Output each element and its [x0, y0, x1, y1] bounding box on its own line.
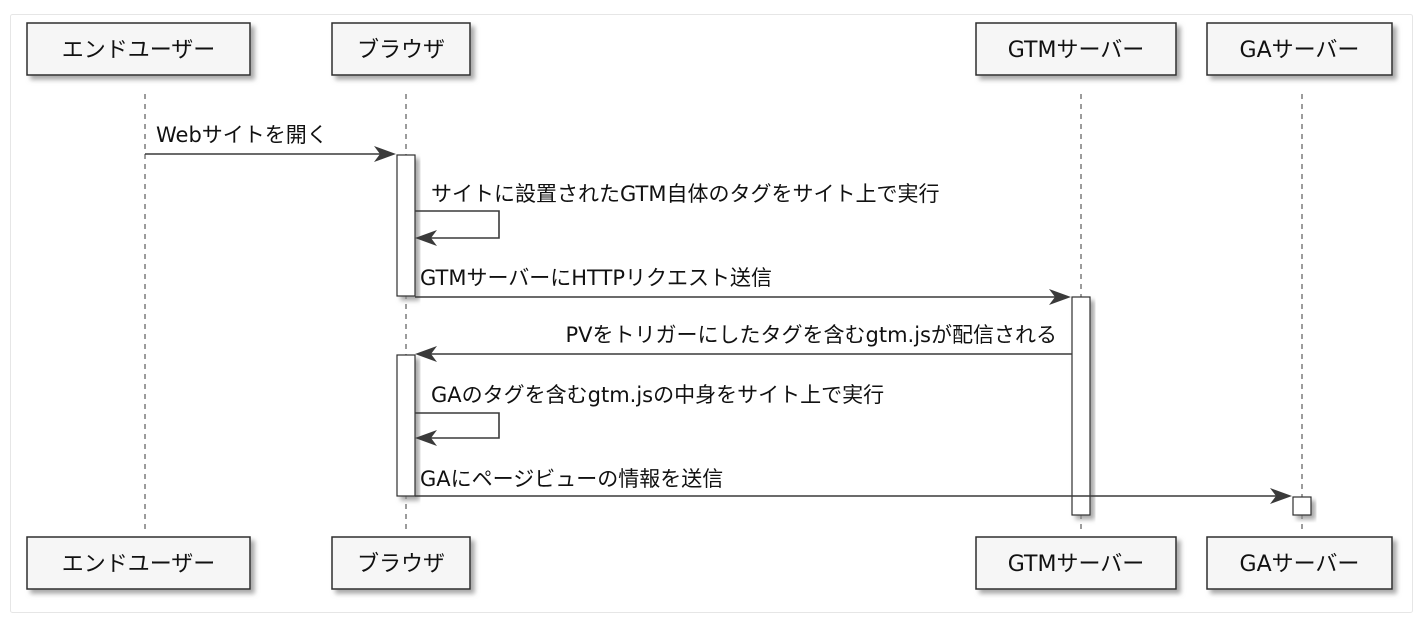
participant-enduser-bottom: エンドユーザー — [26, 536, 251, 590]
arrowhead-gtmjs-delivered — [415, 346, 437, 362]
arrowhead-open-website — [374, 146, 396, 162]
participant-label: GAサーバー — [1240, 38, 1360, 63]
arrowhead-send-pageview — [1270, 488, 1292, 504]
message-arrows — [145, 146, 1292, 504]
arrow-self-ga-tag — [415, 412, 500, 439]
activation-browser-2 — [396, 354, 416, 497]
participant-browser-top: ブラウザ — [331, 22, 471, 76]
participant-label: エンドユーザー — [62, 552, 216, 577]
participant-label: ブラウザ — [357, 38, 445, 63]
message-label-gtmjs-delivered: PVをトリガーにしたタグを含むgtm.jsが配信される — [566, 323, 1058, 347]
participant-label: GTMサーバー — [1008, 552, 1144, 577]
activation-ga — [1292, 496, 1312, 516]
participant-browser-bottom: ブラウザ — [331, 536, 471, 590]
diagram-frame — [10, 14, 1413, 613]
participant-ga-top: GAサーバー — [1206, 22, 1393, 76]
arrowhead-self-gtm-tag — [415, 230, 437, 246]
participants-top: エンドユーザー ブラウザ GTMサーバー GAサーバー — [26, 22, 1393, 76]
activation-browser-1 — [396, 154, 416, 297]
participants-bottom: エンドユーザー ブラウザ GTMサーバー GAサーバー — [26, 536, 1393, 590]
participant-gtm-top: GTMサーバー — [975, 22, 1177, 76]
participant-enduser-top: エンドユーザー — [26, 22, 251, 76]
arrow-self-gtm-tag — [415, 210, 500, 239]
message-label-self-gtm-tag: サイトに設置されたGTM自体のタグをサイト上で実行 — [431, 182, 939, 206]
participant-ga-bottom: GAサーバー — [1206, 536, 1393, 590]
message-label-http-request: GTMサーバーにHTTPリクエスト送信 — [420, 266, 772, 290]
message-labels: Webサイトを開く サイトに設置されたGTM自体のタグをサイト上で実行 GTMサ… — [156, 123, 1057, 491]
activation-gtm — [1071, 296, 1091, 516]
message-label-self-ga-tag: GAのタグを含むgtm.jsの中身をサイト上で実行 — [431, 383, 884, 407]
message-label-open-website: Webサイトを開く — [156, 123, 328, 147]
participant-label: エンドユーザー — [62, 38, 216, 63]
message-label-send-pageview: GAにページビューの情報を送信 — [420, 467, 723, 491]
participant-label: GAサーバー — [1240, 552, 1360, 577]
participant-label: ブラウザ — [357, 552, 445, 577]
arrowhead-http-request — [1049, 289, 1071, 305]
participant-label: GTMサーバー — [1008, 38, 1144, 63]
arrowhead-self-ga-tag — [415, 430, 437, 446]
activations — [396, 154, 1312, 516]
participant-gtm-bottom: GTMサーバー — [975, 536, 1177, 590]
